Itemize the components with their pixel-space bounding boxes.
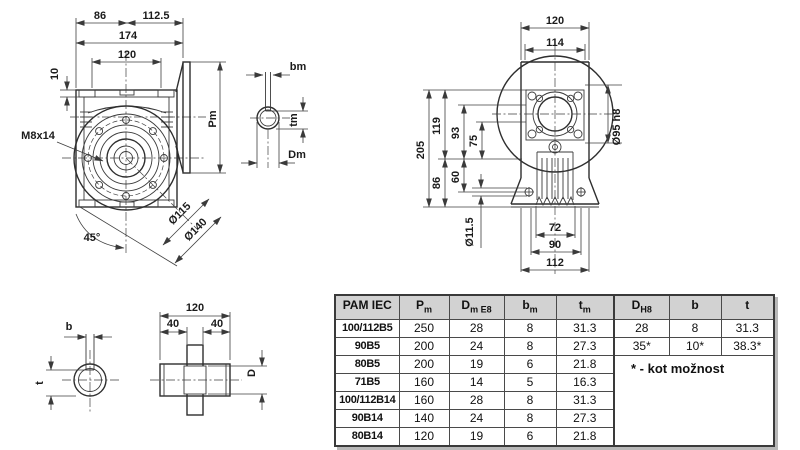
- dim-tm-label: tm: [288, 113, 300, 127]
- header-tm: tm: [555, 294, 615, 321]
- dim-45deg-label: 45°: [84, 232, 101, 244]
- dim-s120-label: 120: [186, 302, 204, 314]
- dim-m8x14-label: M8x14: [21, 130, 56, 142]
- table-row: 100/112B14 160 28 8 31.3: [334, 391, 774, 411]
- dim-t-label: t: [34, 381, 46, 385]
- dim-93-label: 93: [450, 127, 462, 139]
- header-pam-iec: PAM IEC: [334, 294, 400, 321]
- dim-r120-label: 120: [546, 15, 564, 27]
- header-dm-e8: Dm E8: [448, 294, 505, 321]
- motor-shaft-key-section: bm tm Dm: [241, 61, 308, 168]
- table-footnote: * - kot možnost: [613, 355, 775, 447]
- table-row: 80B14 120 19 6 21.8: [334, 427, 774, 447]
- dim-119-label: 119: [431, 117, 443, 135]
- dim-115-label: Ø115: [166, 200, 193, 227]
- gearbox-front-view: 86 112.5 174 120 10 Pm M8x14 Ø115 Ø140 4…: [21, 10, 226, 267]
- dim-11-5-label: Ø11.5: [464, 217, 476, 246]
- header-bm: bm: [503, 294, 557, 321]
- dim-114-label: 114: [546, 37, 565, 49]
- dim-112-5-label: 112.5: [143, 10, 170, 22]
- header-d-h8: DH8: [613, 294, 670, 321]
- dim-dm-label: Dm: [288, 149, 306, 161]
- dim-140-label: Ø140: [182, 216, 210, 244]
- header-pm: Pm: [398, 294, 450, 321]
- header-t: t: [720, 294, 775, 321]
- dim-95h8-label: Ø95 h8: [611, 109, 623, 146]
- dim-205-label: 205: [415, 141, 427, 159]
- dim-72-label: 72: [549, 222, 561, 234]
- dim-174-label: 174: [119, 30, 138, 42]
- dim-90-label: 90: [549, 239, 561, 251]
- table-row: 80B5 200 19 6 21.8 * - kot možnost: [334, 355, 775, 447]
- pam-iec-spec-table: PAM IEC Pm Dm E8 bm tm DH8 b t 100/112B5…: [334, 294, 775, 448]
- dim-10-label: 10: [49, 68, 61, 80]
- dim-120-label: 120: [118, 49, 136, 61]
- gearbox-rear-view: 120 114 205 119 86 93 75 60 Ø11.5 Ø95 h8: [415, 15, 623, 274]
- dim-86-label: 86: [94, 10, 106, 22]
- dim-D-label: D: [246, 369, 258, 377]
- table-row: 90B14 140 24 8 27.3: [334, 409, 774, 429]
- header-b: b: [668, 294, 722, 321]
- dim-112-label: 112: [546, 257, 564, 269]
- dim-75-label: 75: [468, 135, 480, 147]
- dim-b-label: b: [66, 321, 73, 333]
- output-shaft-key-section: b t: [34, 321, 120, 412]
- dim-40b-label: 40: [211, 318, 223, 330]
- dim-r86-label: 86: [431, 177, 443, 189]
- dim-pm-label: Pm: [207, 110, 219, 127]
- table-row: 90B5 200 24 8 27.3 35* 10* 38.3*: [334, 337, 775, 357]
- dim-bm-label: bm: [290, 61, 307, 73]
- table-header-row: PAM IEC Pm Dm E8 bm tm DH8 b t: [334, 294, 775, 321]
- dim-40a-label: 40: [167, 318, 179, 330]
- dim-60-label: 60: [450, 171, 462, 183]
- table-row: 100/112B5 250 28 8 31.3 28 8 31.3: [334, 319, 775, 339]
- hollow-output-shaft-section: 120 40 40 D: [150, 302, 267, 416]
